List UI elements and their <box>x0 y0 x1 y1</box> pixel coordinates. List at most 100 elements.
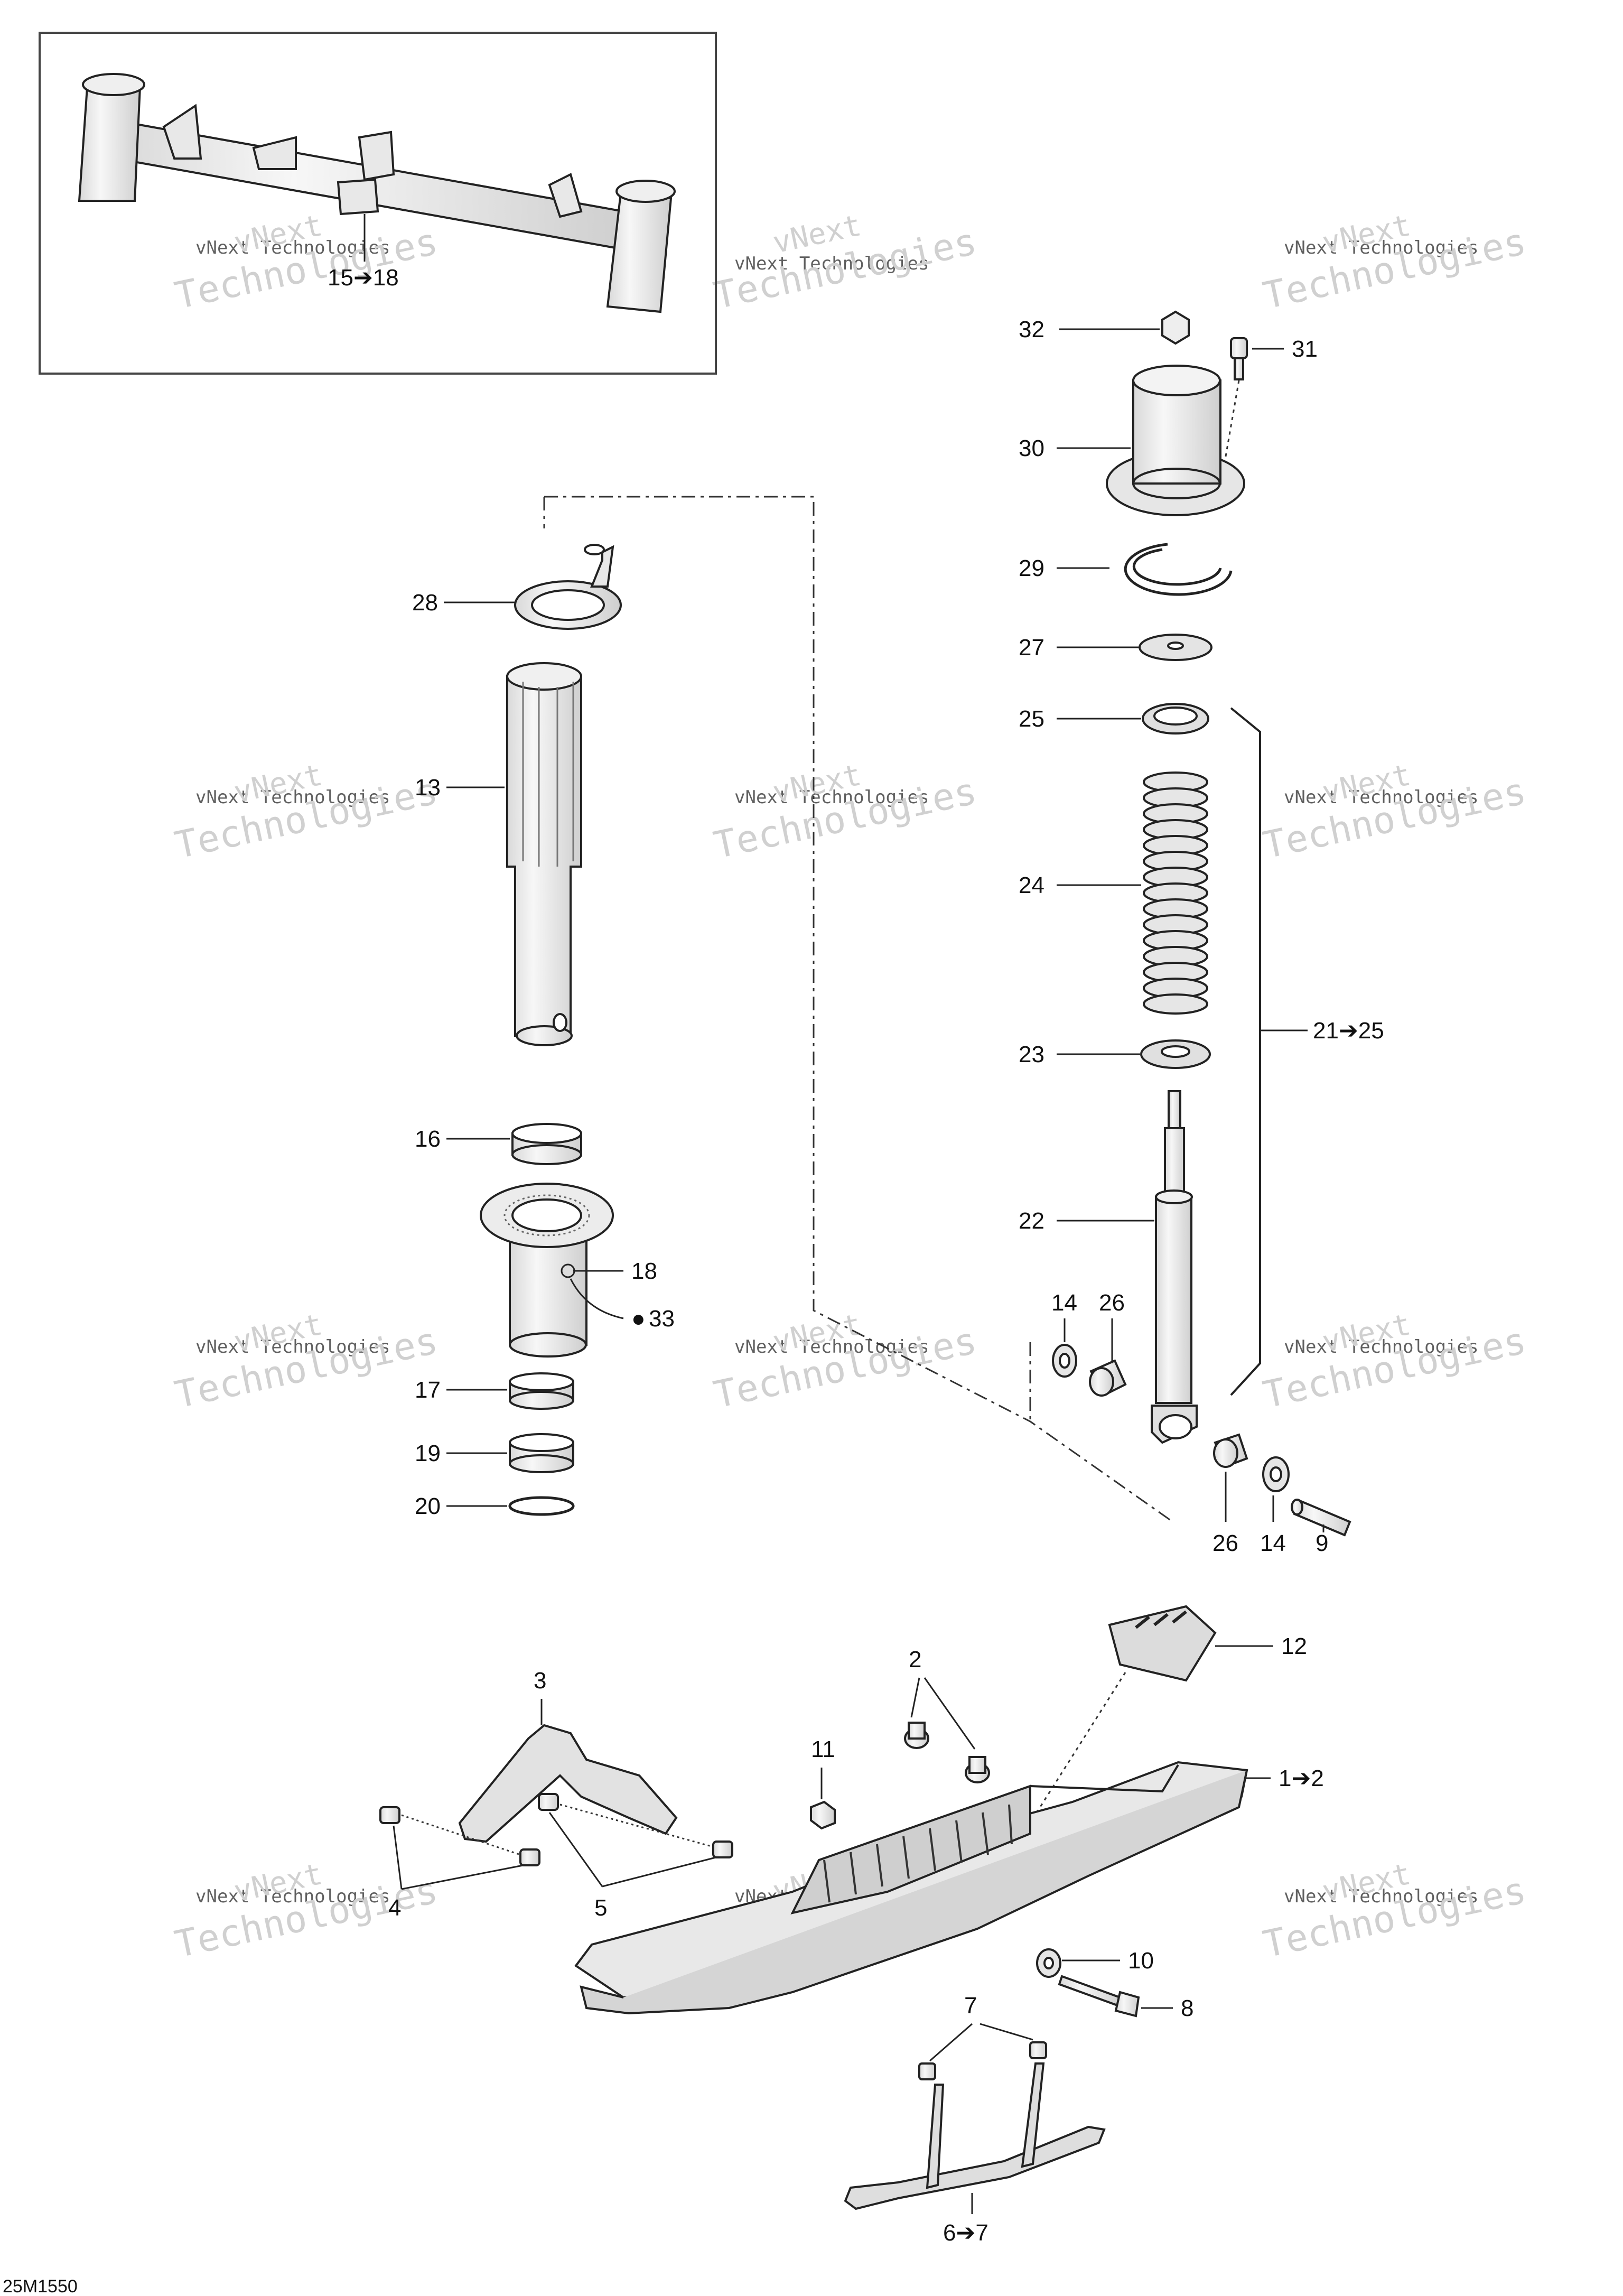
callout-label: 15➔18 <box>328 265 399 291</box>
callout-label: 13 <box>415 775 441 801</box>
part-29-retaining-ring <box>1124 543 1233 596</box>
callout-label: 21➔25 <box>1313 1018 1384 1044</box>
callout-label: 6➔7 <box>943 2220 988 2246</box>
part-14-washer-right <box>1262 1456 1290 1492</box>
group-bracket <box>1230 707 1261 1396</box>
callout-label: 17 <box>415 1377 441 1403</box>
part-13-steering-column <box>506 662 582 1046</box>
part-20-circlip <box>508 1496 575 1516</box>
part-3-ski-handle <box>458 1724 678 1843</box>
callout-label: 24 <box>1019 872 1044 898</box>
callout-label: 12 <box>1281 1633 1307 1659</box>
leader-line <box>570 1278 624 1319</box>
callout-label: 25 <box>1019 706 1044 732</box>
part-32-nut <box>1161 310 1190 345</box>
watermark: vNext Technologies vNext Technologies <box>710 758 981 867</box>
part-26-spacer-right <box>1213 1433 1248 1468</box>
assembly-guide-line <box>1224 380 1240 463</box>
callout-label: 14 <box>1260 1530 1286 1556</box>
watermark-group: vNext Technologies vNext Technologies vN… <box>171 208 1530 1966</box>
svg-text:vNext Technologies: vNext Technologies <box>734 253 929 274</box>
part-30-shock-cap <box>1106 365 1245 516</box>
callout-label: 33 <box>649 1306 675 1332</box>
part-7-nuts <box>918 2041 1047 2080</box>
svg-text:vNext Technologies: vNext Technologies <box>1284 1336 1478 1358</box>
callout-label: 26 <box>1099 1290 1125 1316</box>
inset-frame-panel: 15➔18 <box>39 32 717 375</box>
part-26-spacer-left <box>1089 1359 1127 1397</box>
part-1-ski <box>574 1761 1248 2015</box>
callout-label: 32 <box>1019 317 1044 342</box>
part-22-shock-absorber <box>1151 1090 1198 1444</box>
watermark: vNext Technologies vNext Technologies <box>710 208 981 318</box>
callout-label: 1➔2 <box>1279 1765 1324 1791</box>
svg-text:vNext Technologies: vNext Technologies <box>1284 1886 1478 1907</box>
callout-label: 31 <box>1292 336 1318 362</box>
leader-line <box>548 1812 603 1887</box>
part-5-screws <box>538 1793 733 1858</box>
part-27-washer <box>1139 634 1212 661</box>
assembly-guide-line <box>559 1804 714 1848</box>
callout-label: 5 <box>594 1895 607 1921</box>
watermark: vNext Technologies vNext Technologies <box>1260 1857 1530 1966</box>
part-19-bushing <box>509 1433 574 1473</box>
callout-label: 22 <box>1019 1208 1044 1234</box>
svg-text:vNext Technologies: vNext Technologies <box>1284 787 1478 808</box>
watermark: vNext Technologies vNext Technologies <box>1260 1307 1530 1417</box>
svg-text:vNext Technologies: vNext Technologies <box>1284 237 1478 258</box>
leader-line <box>924 1677 976 1750</box>
part-16-bushing <box>511 1123 582 1165</box>
part-9-pin <box>1291 1499 1351 1537</box>
callout-label: 28 <box>412 590 438 616</box>
leader-line <box>929 2023 973 2062</box>
part-24-spring <box>1143 771 1208 1015</box>
front-cross-beam-drawing <box>78 73 676 313</box>
leader-line <box>393 1825 403 1890</box>
part-6-runner <box>844 2062 1106 2210</box>
part-2-ski-bushings <box>904 1722 990 1783</box>
leader-line <box>980 2023 1033 2041</box>
leader-line <box>910 1677 920 1718</box>
callout-label: 14 <box>1051 1290 1077 1316</box>
watermark: vNext Technologies vNext Technologies <box>171 1307 442 1417</box>
callout-label: 18 <box>631 1258 657 1284</box>
assembly-guide-lines <box>543 496 1173 1523</box>
callout-label: 3 <box>534 1668 546 1694</box>
callout-label: 10 <box>1128 1948 1154 1974</box>
svg-text:vNext Technologies: vNext Technologies <box>734 787 929 808</box>
leader-line <box>401 1864 524 1890</box>
watermark: vNext Technologies vNext Technologies <box>171 208 442 318</box>
callout-label: 27 <box>1019 635 1044 661</box>
callout-label: 30 <box>1019 435 1044 461</box>
callout-label: 7 <box>964 1993 977 2019</box>
part-31-screw <box>1230 337 1248 380</box>
svg-text:vNext Technologies: vNext Technologies <box>195 237 390 258</box>
part-14-washer-left <box>1052 1344 1077 1378</box>
part-23-spring-seat <box>1140 1039 1211 1069</box>
watermark: vNext Technologies vNext Technologies <box>710 1307 981 1417</box>
callout-label: 9 <box>1316 1530 1328 1556</box>
watermark: vNext Technologies vNext Technologies <box>1260 758 1530 867</box>
part-11-nut <box>810 1800 836 1830</box>
callout-label: 8 <box>1181 1995 1193 2021</box>
callout-label: 26 <box>1212 1530 1238 1556</box>
svg-text:vNext Technologies: vNext Technologies <box>195 1886 390 1907</box>
callout-label: 16 <box>415 1126 441 1152</box>
callout-label: 20 <box>415 1493 441 1519</box>
callout-label: 29 <box>1019 555 1044 581</box>
svg-text:vNext Technologies: vNext Technologies <box>734 1336 929 1358</box>
callout-label: 19 <box>415 1440 441 1466</box>
callout-label: 4 <box>388 1895 401 1921</box>
part-15-column-support-flange <box>480 1183 614 1358</box>
part-18-nut <box>561 1263 575 1278</box>
drawing-number: 25M1550 <box>3 2276 78 2296</box>
callout-label: 11 <box>811 1736 835 1762</box>
drop-icon: ● <box>631 1306 646 1332</box>
part-4-screws <box>379 1806 540 1866</box>
watermark: vNext Technologies vNext Technologies <box>1260 208 1530 318</box>
part-12-ski-handle-pad <box>1108 1605 1217 1682</box>
part-10-washer <box>1036 1948 1061 1978</box>
part-8-bolt <box>1058 1975 1140 2018</box>
part-17-bushing <box>509 1372 574 1410</box>
